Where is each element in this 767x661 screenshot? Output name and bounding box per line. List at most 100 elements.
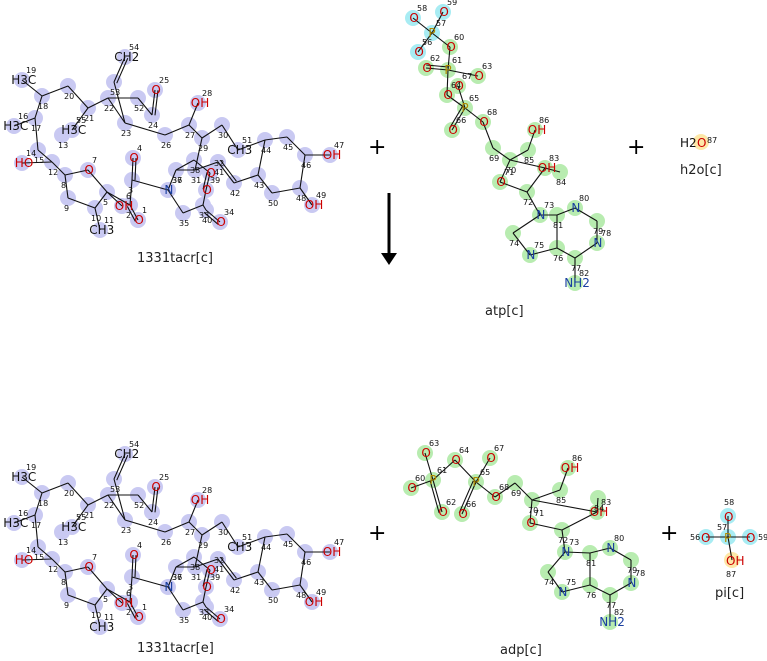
pi-n58: 58 <box>724 498 734 507</box>
bond <box>67 85 89 109</box>
bond <box>151 486 156 513</box>
atp-num-74: 74 <box>509 239 519 248</box>
bond <box>113 81 126 124</box>
bond <box>233 174 259 184</box>
bond <box>175 159 195 171</box>
atp-num-85: 85 <box>524 156 534 165</box>
bond <box>182 204 204 214</box>
atp-atom-60: O <box>446 40 455 54</box>
bond <box>205 569 211 588</box>
bond <box>221 124 239 151</box>
atp-num-76: 76 <box>553 254 563 263</box>
bond <box>271 584 301 591</box>
atp-atom-67: O <box>454 79 463 93</box>
tacr-e-num-15: 15 <box>34 553 44 562</box>
bond <box>574 242 598 259</box>
atp-num-56: 56 <box>422 38 432 47</box>
bond <box>499 181 528 193</box>
tacr-c-atom-49: OH <box>305 198 323 212</box>
bond <box>596 497 599 513</box>
tacr-c-num-9: 9 <box>64 204 69 213</box>
bond <box>526 191 541 216</box>
pi-oh: OH <box>726 554 744 568</box>
tacr-extracellular-molecule: H3C191817H3C16HO141512132021222353CH2545… <box>3 440 344 635</box>
double-bond <box>154 487 159 513</box>
adp-num-64: 64 <box>459 446 469 455</box>
tacr-e-num-41: 41 <box>214 565 224 574</box>
water-o: O <box>697 136 706 150</box>
bond <box>547 571 563 593</box>
tacr-c-num-35: 35 <box>179 219 189 228</box>
tacr-e-atom-25: O <box>151 480 160 494</box>
adp-atom-61: P <box>429 473 436 487</box>
adp-num-61: 61 <box>437 466 447 475</box>
tacr-c-num-55: 55 <box>76 116 86 125</box>
tacr-c-num-40: 40 <box>202 216 212 225</box>
bond <box>37 149 53 163</box>
bond <box>34 514 39 548</box>
atp-atom-63: O <box>474 69 483 83</box>
atp-atom-65: P <box>461 101 468 115</box>
bond <box>37 546 53 560</box>
bond <box>531 489 561 501</box>
adp-num-74: 74 <box>544 578 554 587</box>
double-bond <box>116 57 129 84</box>
bond <box>67 482 89 506</box>
adp-num-79: 79 <box>627 566 637 575</box>
tacr-c-num-48: 48 <box>296 194 306 203</box>
tacr-c-num-42: 42 <box>230 189 240 198</box>
adp-atom-73: N <box>561 545 570 559</box>
tacr-c-num-14: 14 <box>26 149 36 158</box>
bond <box>51 161 66 176</box>
tacr-c-num-36: 36 <box>172 176 182 185</box>
double-bond <box>219 556 237 579</box>
atp-num-80: 80 <box>579 194 589 203</box>
atp-num-84: 84 <box>556 178 566 187</box>
bond <box>64 169 89 176</box>
bond <box>271 187 301 194</box>
tacr-c-num-54: 54 <box>129 43 139 52</box>
tacr-e-num-4: 4 <box>137 541 142 550</box>
tacr-c-num-25: 25 <box>159 76 169 85</box>
bond <box>432 459 456 481</box>
bond <box>107 494 126 521</box>
bond <box>529 499 533 524</box>
tacr-e-num-22: 22 <box>104 501 114 510</box>
atp-atom-59: O <box>439 5 448 19</box>
plus-sign-4: + <box>660 521 678 546</box>
tacr-c-num-11: 11 <box>104 216 114 225</box>
bond <box>21 161 53 164</box>
bond <box>727 536 733 561</box>
bond <box>131 157 134 181</box>
double-bond <box>126 603 136 619</box>
atp-num-67: 67 <box>462 72 472 81</box>
tacr-c-num-29: 29 <box>198 144 208 153</box>
adp-atom-71: O <box>526 516 535 530</box>
adp-atom-83: OH <box>590 505 608 519</box>
atp-num-82: 82 <box>579 269 589 278</box>
pi-o56: O <box>701 531 710 545</box>
bond <box>464 107 484 123</box>
tacr-e-num-23: 23 <box>121 526 131 535</box>
tacr-e-atom-1: O <box>134 610 143 624</box>
adp-num-84: 84 <box>594 504 604 513</box>
tacr-e-atom-34: O <box>216 612 225 626</box>
tacr-e-atom-49: OH <box>305 595 323 609</box>
tacr-c-num-3: 3 <box>128 186 133 195</box>
tacr-c-num-38: 38 <box>190 166 200 175</box>
tacr-e-atom-32: O <box>206 563 215 577</box>
bond <box>188 499 199 523</box>
adp-num-62: 62 <box>446 498 456 507</box>
adp-num-81: 81 <box>586 559 596 568</box>
tacr-e-num-35: 35 <box>179 616 189 625</box>
tacr-e-atom-11: CH3 <box>89 620 114 634</box>
tacr-e-num-40: 40 <box>202 613 212 622</box>
bond <box>559 467 569 491</box>
tacr-c-num-17: 17 <box>31 124 41 133</box>
tacr-e-atom-54: CH2 <box>114 447 139 461</box>
double-bond <box>116 454 129 481</box>
tacr-e-atom-14: HO <box>15 553 33 567</box>
tacr-c-num-51: 51 <box>242 136 252 145</box>
tacr-e-num-28: 28 <box>202 486 212 495</box>
